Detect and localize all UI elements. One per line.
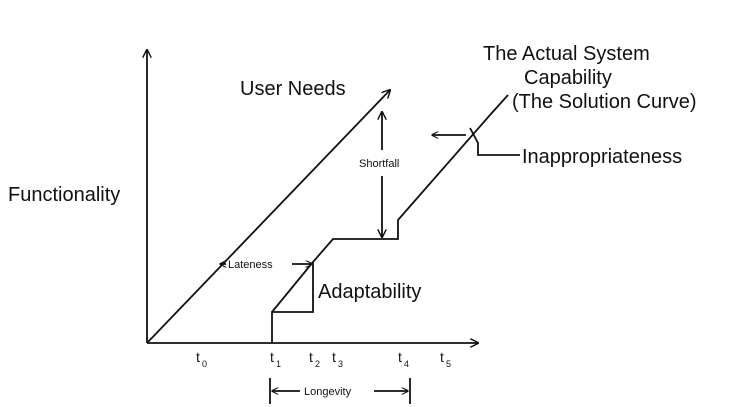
svg-text:t: t bbox=[440, 349, 444, 365]
tick-t4: t 4 bbox=[398, 349, 409, 369]
svg-text:t: t bbox=[309, 349, 313, 365]
svg-text:2: 2 bbox=[315, 359, 320, 369]
curve-continuation bbox=[489, 94, 509, 116]
longevity-label: Longevity bbox=[304, 386, 352, 398]
lateness-label: Lateness bbox=[228, 259, 273, 271]
shortfall-label: Shortfall bbox=[359, 158, 399, 170]
tick-t0: t 0 bbox=[196, 349, 207, 369]
svg-text:t: t bbox=[332, 349, 336, 365]
svg-text:1: 1 bbox=[276, 359, 281, 369]
actual-capability-label-2: Capability bbox=[524, 67, 612, 89]
actual-capability-curve bbox=[271, 114, 491, 343]
svg-text:5: 5 bbox=[446, 359, 451, 369]
inappropriateness-leader bbox=[469, 127, 520, 156]
tick-t5: t 5 bbox=[440, 349, 451, 369]
user-needs-line bbox=[146, 90, 390, 344]
svg-text:4: 4 bbox=[404, 359, 409, 369]
actual-capability-label-1: The Actual System bbox=[483, 43, 650, 65]
svg-text:3: 3 bbox=[338, 359, 343, 369]
y-axis-label: Functionality bbox=[8, 184, 120, 206]
svg-text:0: 0 bbox=[202, 359, 207, 369]
tick-t3: t 3 bbox=[332, 349, 343, 369]
adaptability-line bbox=[271, 261, 314, 313]
tick-t1: t 1 bbox=[270, 349, 281, 369]
svg-text:t: t bbox=[398, 349, 402, 365]
user-needs-label: User Needs bbox=[240, 78, 346, 100]
adaptability-label: Adaptability bbox=[318, 281, 421, 303]
tick-t2: t 2 bbox=[309, 349, 320, 369]
svg-text:t: t bbox=[196, 349, 200, 365]
svg-text:t: t bbox=[270, 349, 274, 365]
inappropriateness-label: Inappropriateness bbox=[522, 146, 682, 168]
actual-capability-label-3: (The Solution Curve) bbox=[512, 91, 697, 113]
